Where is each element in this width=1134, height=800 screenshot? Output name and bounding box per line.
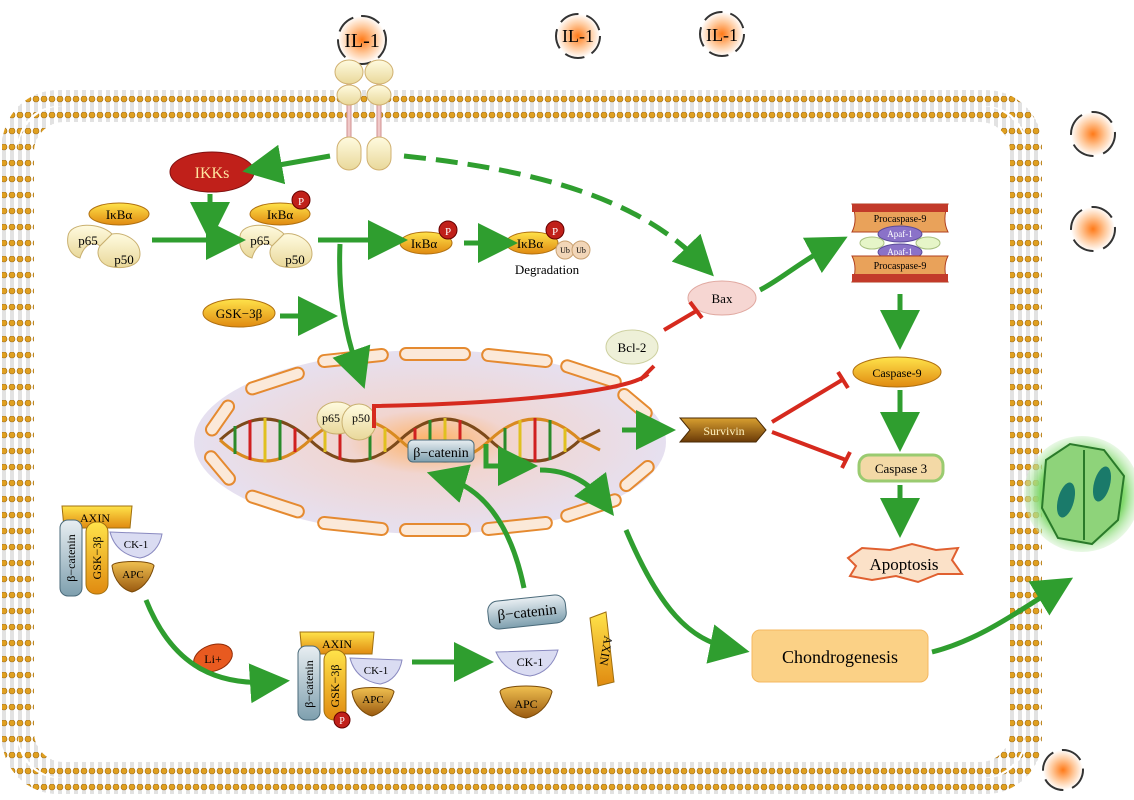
chondrocyte-cells-image bbox=[1024, 436, 1134, 552]
svg-text:β−catenin: β−catenin bbox=[64, 534, 78, 582]
inhibition-lines bbox=[372, 300, 852, 469]
caspase3-node: Caspase 3 bbox=[857, 453, 945, 483]
free-ck1: CK-1 bbox=[495, 649, 559, 677]
bcl2-node: Bcl-2 bbox=[605, 329, 659, 365]
activation-arrows bbox=[143, 144, 1074, 704]
svg-text:IL-1: IL-1 bbox=[706, 25, 738, 45]
svg-text:P: P bbox=[552, 226, 558, 238]
svg-text:Procaspase-9: Procaspase-9 bbox=[874, 261, 927, 272]
svg-text:β−catenin: β−catenin bbox=[497, 602, 558, 624]
svg-text:APC: APC bbox=[122, 569, 143, 581]
svg-text:IκBα: IκBα bbox=[267, 207, 294, 222]
ikba-nfkb-complex: IκBα p65 p50 bbox=[67, 202, 150, 268]
svg-text:Bax: Bax bbox=[712, 291, 733, 306]
svg-text:IκBα: IκBα bbox=[106, 207, 133, 222]
destruction-complex: AXIN β−catenin GSK−3β CK-1 APC bbox=[59, 505, 163, 597]
svg-text:GSK−3β: GSK−3β bbox=[328, 665, 342, 708]
svg-text:p50: p50 bbox=[114, 252, 134, 267]
cell-membrane bbox=[2, 90, 1042, 794]
svg-text:p65: p65 bbox=[78, 233, 98, 248]
degradation-label: Degradation bbox=[515, 262, 580, 277]
svg-text:GSK−3β: GSK−3β bbox=[216, 306, 263, 321]
lithium-node: Li+ bbox=[193, 643, 233, 673]
il1-receptor bbox=[334, 59, 394, 171]
svg-text:Ub: Ub bbox=[560, 246, 570, 255]
svg-text:Ub: Ub bbox=[576, 246, 586, 255]
phospho-ikba-nfkb-complex: IκBα P p65 p50 bbox=[239, 190, 313, 268]
svg-text:GSK−3β: GSK−3β bbox=[90, 537, 104, 580]
svg-text:IL-1: IL-1 bbox=[344, 30, 380, 52]
il1-ligand: IL-1 bbox=[555, 13, 601, 59]
svg-text:p50: p50 bbox=[285, 252, 305, 267]
il1-ligand bbox=[1042, 749, 1084, 791]
svg-text:P: P bbox=[445, 226, 451, 238]
caspase9-node: Caspase-9 bbox=[852, 356, 942, 388]
il1-ligand bbox=[1070, 111, 1116, 157]
gsk3b-node: GSK−3β bbox=[202, 298, 276, 328]
phospho-ikba: IκBα P bbox=[399, 220, 458, 255]
free-beta-catenin: β−catenin bbox=[487, 594, 567, 630]
apoptosome: Procaspase-9 Apaf-1 Apaf-1 Procaspase-9 bbox=[851, 203, 949, 283]
svg-text:p65: p65 bbox=[322, 411, 340, 425]
svg-text:p50: p50 bbox=[352, 411, 370, 425]
svg-text:APC: APC bbox=[514, 697, 537, 711]
svg-text:Caspase 3: Caspase 3 bbox=[875, 461, 927, 476]
inhibited-destruction-complex: AXIN β−catenin GSK−3β P CK-1 APC bbox=[297, 631, 403, 729]
il1-ligand bbox=[1070, 206, 1116, 252]
ubiquitinated-ikba: IκBα P Ub Ub bbox=[505, 220, 591, 260]
svg-text:Apaf-1: Apaf-1 bbox=[887, 247, 913, 257]
free-axin: AXIN bbox=[589, 611, 615, 687]
svg-text:CK-1: CK-1 bbox=[364, 665, 388, 677]
svg-text:P: P bbox=[298, 196, 304, 208]
svg-text:IκBα: IκBα bbox=[411, 236, 438, 251]
svg-text:β−catenin: β−catenin bbox=[413, 446, 468, 461]
svg-text:Procaspase-9: Procaspase-9 bbox=[874, 214, 927, 225]
svg-text:Survivin: Survivin bbox=[703, 424, 744, 438]
svg-text:CK-1: CK-1 bbox=[124, 539, 148, 551]
svg-text:Caspase-9: Caspase-9 bbox=[872, 366, 921, 380]
svg-text:p65: p65 bbox=[250, 233, 270, 248]
chondrogenesis-node: Chondrogenesis bbox=[751, 629, 929, 683]
svg-text:Apaf-1: Apaf-1 bbox=[887, 229, 913, 239]
svg-text:P: P bbox=[339, 716, 345, 727]
il1-ligand: IL-1 bbox=[337, 15, 387, 65]
ikks-node: IKKs bbox=[169, 151, 255, 193]
beta-catenin-nuclear: β−catenin bbox=[407, 439, 475, 463]
p65-p50-nuclear-complex: p65 p50 bbox=[316, 401, 377, 441]
svg-text:AXIN: AXIN bbox=[596, 635, 615, 667]
svg-text:CK-1: CK-1 bbox=[517, 655, 544, 669]
il1-ligand: IL-1 bbox=[699, 11, 745, 57]
svg-text:IκBα: IκBα bbox=[517, 236, 544, 251]
free-apc: APC bbox=[499, 685, 553, 719]
apoptosis-node: Apoptosis bbox=[846, 542, 964, 584]
svg-text:IL-1: IL-1 bbox=[562, 26, 594, 46]
svg-text:Chondrogenesis: Chondrogenesis bbox=[782, 647, 898, 667]
survivin-node: Survivin bbox=[678, 417, 767, 443]
svg-text:Bcl-2: Bcl-2 bbox=[618, 340, 647, 355]
svg-text:Li+: Li+ bbox=[204, 652, 222, 666]
svg-text:IKKs: IKKs bbox=[195, 165, 230, 182]
svg-text:AXIN: AXIN bbox=[322, 637, 352, 651]
svg-text:Apoptosis: Apoptosis bbox=[870, 555, 939, 574]
svg-text:AXIN: AXIN bbox=[80, 511, 110, 525]
svg-text:APC: APC bbox=[362, 694, 383, 706]
svg-text:β−catenin: β−catenin bbox=[302, 660, 316, 708]
bax-node: Bax bbox=[687, 280, 757, 316]
